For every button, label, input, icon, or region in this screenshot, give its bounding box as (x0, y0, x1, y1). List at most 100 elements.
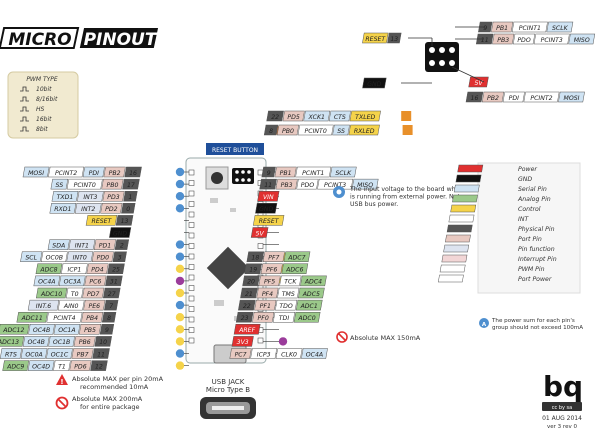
left-pin-label-box (74, 203, 102, 214)
right-pin-label: OC4A (306, 351, 323, 358)
legend-label: INT (518, 216, 529, 223)
logo-text: bq (543, 370, 583, 403)
left-pin-label-box (84, 275, 107, 287)
left-pin-label-box (73, 336, 96, 347)
left-pin-label: 13 (121, 218, 129, 225)
left-pin-label-box (94, 336, 112, 347)
pin-function-dot (175, 179, 185, 189)
left-pin-label-box (109, 227, 132, 238)
icsp-cell: PB1 (496, 25, 508, 32)
left-pin-label: INT.6 (36, 303, 51, 310)
legend-swatch (445, 234, 471, 243)
led-cell-box (349, 110, 381, 122)
left-pin-label: PD2 (105, 206, 117, 213)
right-pin-label-box (293, 311, 321, 323)
left-pin-label: 10 (99, 339, 107, 346)
left-pin-label: 11 (97, 351, 105, 358)
reset-button-banner (206, 143, 264, 155)
legend-label: Power (518, 166, 537, 173)
right-pin-label-box (238, 299, 256, 311)
left-pin-label: PE6 (89, 303, 101, 310)
left-pin-label: 2 (120, 242, 124, 249)
icsp-gnd: GND (367, 81, 381, 88)
left-pin-label: 7 (109, 303, 113, 310)
left-pin-label-box (51, 190, 79, 202)
pwm-wave-icon (20, 126, 29, 132)
right-pin-label: PF1 (260, 303, 271, 310)
left-pin-label: PB6 (79, 339, 91, 346)
left-pin-label-box (20, 348, 48, 359)
icsp-cell-box (568, 33, 596, 45)
right-pin-label-box (275, 348, 303, 359)
left-pin-label: T1 (58, 363, 66, 370)
micro-board: RESET BUTTON (185, 143, 267, 364)
left-pin-label: 27 (108, 291, 116, 298)
title-logo: MICRO PINOUT (0, 27, 159, 50)
right-pin-label: 9 (267, 170, 271, 177)
left-pin-label: ADC13 (0, 339, 19, 346)
icsp-cell-box (511, 21, 548, 33)
led-cell-box (303, 110, 331, 122)
right-pin-label: 5V (256, 230, 265, 237)
left-pin-label: OC0B (46, 255, 63, 262)
icsp-cell: 9 (483, 25, 487, 32)
left-pin-label-box (115, 215, 134, 226)
pwm-wave-icon (20, 106, 29, 112)
right-pin-label: TCK (284, 279, 297, 286)
left-pin-label: OC4B (28, 339, 45, 346)
left-pin-label-box (68, 239, 96, 250)
left-pin-label-box (104, 299, 119, 311)
left-pin-label: RXD1 (54, 206, 71, 213)
pin-function-dot (175, 276, 185, 286)
left-pin-label-box (27, 299, 60, 311)
left-pin-label: PB7 (77, 351, 89, 358)
legend-label: Pin function (518, 245, 555, 253)
left-pin-label-box (28, 324, 55, 335)
left-pin-label: OC0A (25, 351, 42, 358)
pin-function-dot (175, 349, 185, 358)
title-right: PINOUT (84, 30, 158, 50)
right-pin-label-box (256, 287, 279, 299)
right-pin-label: ADC4 (304, 279, 322, 286)
right-pin-label: PF4 (262, 291, 273, 298)
right-pin-label: PF7 (268, 255, 279, 262)
led-cell-box (332, 124, 350, 136)
left-pin-label: SCL (25, 255, 37, 262)
led-cell: 8 (269, 128, 273, 135)
icsp-cell-box (523, 91, 560, 103)
icsp-cell: 16 (471, 95, 479, 102)
legend-swatch (446, 224, 473, 233)
left-pin-label-box (107, 263, 125, 275)
right-pin-label: 23 (241, 315, 249, 322)
legend-swatch (453, 184, 480, 193)
left-pin-label: T0 (71, 291, 79, 298)
left-pin-label: PD4 (91, 267, 103, 274)
left-pin-label: ADC8 (39, 267, 57, 274)
right-pin-label: RESET (259, 218, 280, 225)
usb-jack: USB JACK Micro Type B (200, 378, 256, 419)
pin-function-dot (175, 264, 185, 273)
left-pin-label-box (86, 263, 109, 275)
right-pin-label: ADC5 (302, 291, 320, 298)
icsp-cell-box (512, 33, 536, 45)
right-pin-label-box (351, 178, 379, 190)
right-pin-label-box (252, 215, 285, 226)
abs-150-note: Absolute MAX 150mA (336, 331, 421, 343)
port-power-icon (401, 111, 412, 121)
led-cell-box (348, 124, 380, 136)
date-text: 01 AUG 2014 (542, 415, 582, 422)
icsp-5v: 5V (474, 80, 483, 87)
right-pin-label-box (233, 324, 261, 335)
left-pin-label: PD3 (107, 194, 119, 201)
left-pin-label-box (20, 251, 43, 262)
left-pin-label-box (48, 336, 75, 347)
left-pin-label: ADC12 (2, 327, 24, 334)
icsp-cell: SCLK (552, 25, 569, 32)
right-pin-label: CLK0 (281, 351, 297, 358)
right-pin-label-box (250, 348, 278, 359)
left-pin-label: 17 (127, 182, 135, 189)
left-pin-label: ADC9 (6, 363, 24, 370)
left-pin-label-box (114, 239, 130, 250)
